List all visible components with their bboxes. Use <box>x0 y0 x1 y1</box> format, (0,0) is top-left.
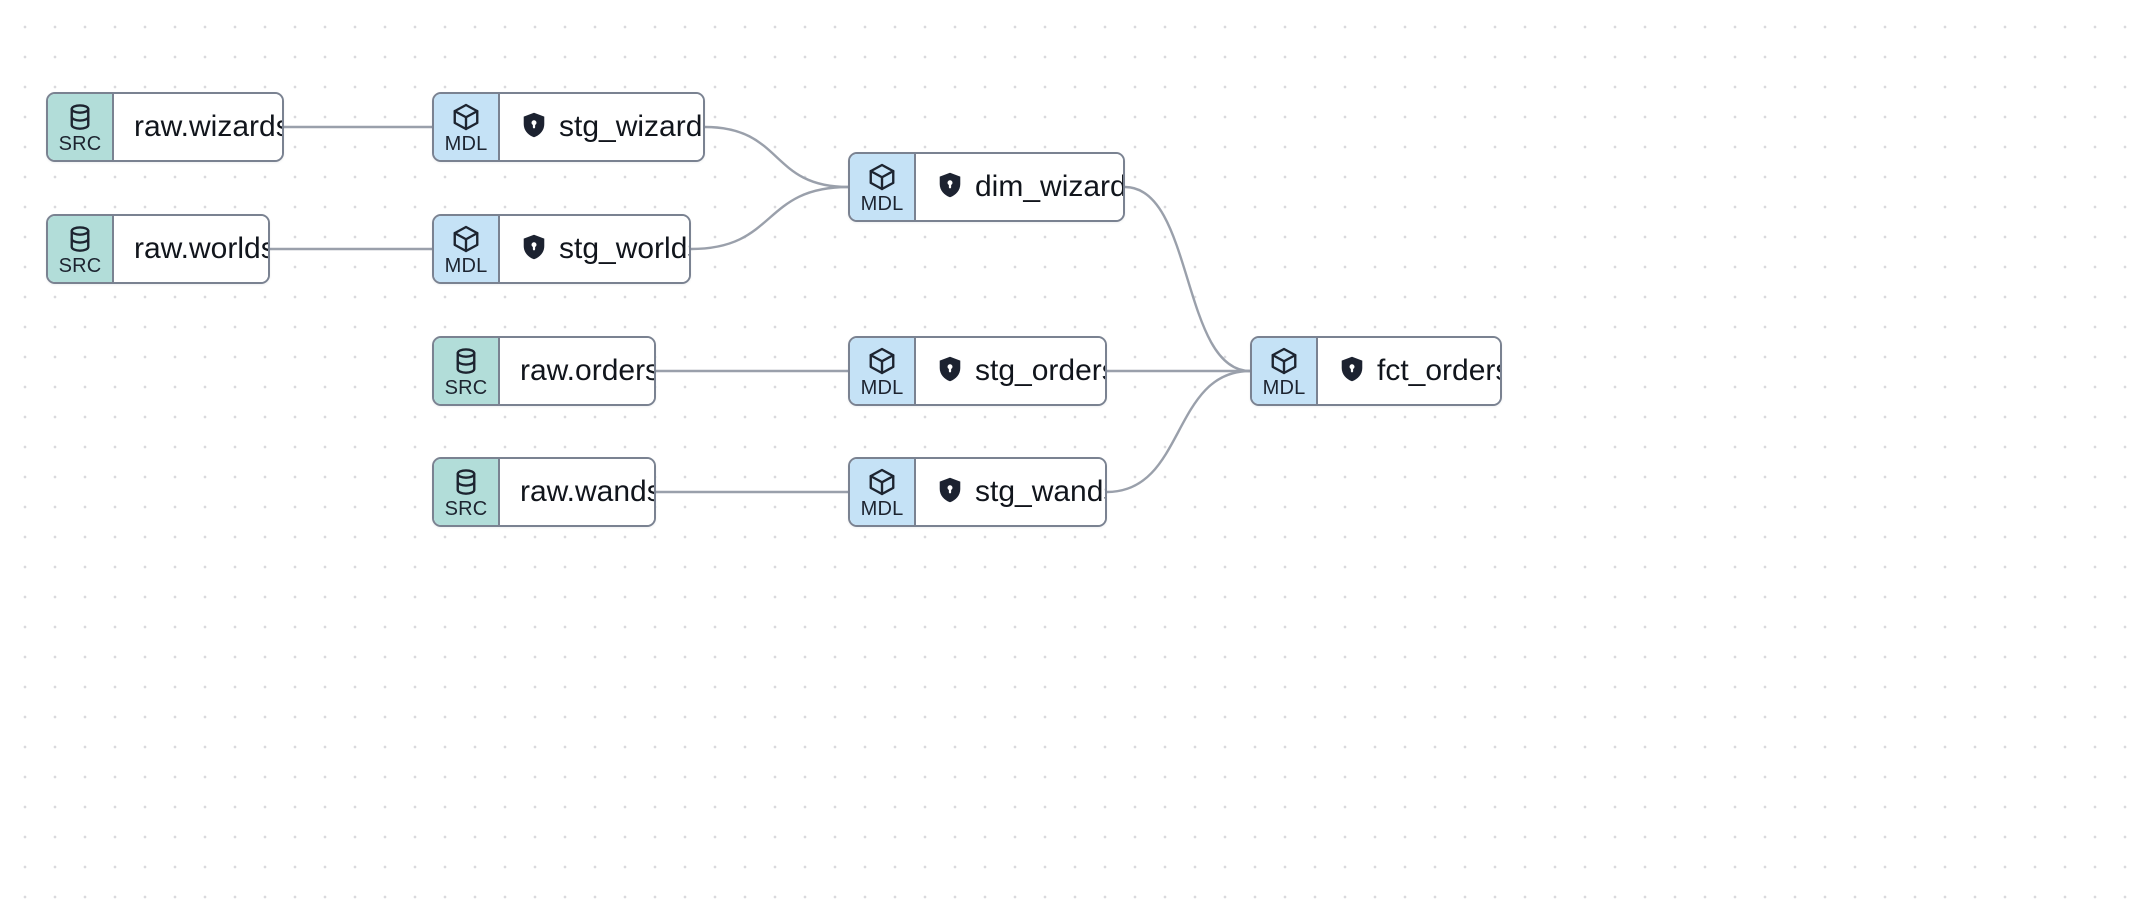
shield-lock-icon <box>938 172 962 203</box>
database-icon <box>451 346 481 376</box>
node-label-area: fct_orders <box>1318 338 1502 404</box>
node-type-badge-mdl: MDL <box>1252 338 1318 404</box>
node-type-badge-label: MDL <box>860 497 904 520</box>
node-type-badge-src: SRC <box>434 459 500 525</box>
node-label: fct_orders <box>1377 354 1502 387</box>
node-type-badge-mdl: MDL <box>434 216 500 282</box>
database-icon <box>65 102 95 132</box>
node-type-badge-src: SRC <box>48 94 114 160</box>
graph-node-stg_wizards[interactable]: MDL stg_wizards <box>432 92 705 162</box>
cube-icon <box>867 162 897 192</box>
graph-node-stg_wands[interactable]: MDL stg_wands <box>848 457 1107 527</box>
database-icon <box>451 467 481 497</box>
node-type-badge-label: SRC <box>58 132 102 155</box>
node-type-badge-mdl: MDL <box>434 94 500 160</box>
cube-icon <box>1269 346 1299 376</box>
node-type-badge-label: MDL <box>860 376 904 399</box>
node-label-area: raw.worlds <box>114 216 270 282</box>
graph-node-stg_orders[interactable]: MDL stg_orders <box>848 336 1107 406</box>
shield-lock-icon <box>522 234 546 265</box>
node-type-badge-mdl: MDL <box>850 338 916 404</box>
node-type-badge-label: MDL <box>1262 376 1306 399</box>
shield-lock-icon <box>938 356 962 387</box>
node-label-area: raw.wizards <box>114 94 284 160</box>
node-label-area: stg_orders <box>916 338 1107 404</box>
graph-node-raw_worlds[interactable]: SRC raw.worlds <box>46 214 270 284</box>
node-type-badge-src: SRC <box>48 216 114 282</box>
node-type-badge-mdl: MDL <box>850 154 916 220</box>
node-label: raw.orders <box>520 354 656 387</box>
shield-lock-icon <box>938 477 962 508</box>
node-label: raw.worlds <box>134 232 270 265</box>
cube-icon <box>867 346 897 376</box>
node-label: raw.wands <box>520 475 656 508</box>
node-type-badge-label: MDL <box>860 192 904 215</box>
shield-lock-icon <box>1340 356 1364 387</box>
database-icon <box>65 224 95 254</box>
node-label: stg_wands <box>975 475 1107 508</box>
graph-node-raw_wizards[interactable]: SRC raw.wizards <box>46 92 284 162</box>
node-type-badge-label: MDL <box>444 132 488 155</box>
cube-icon <box>451 102 481 132</box>
node-type-badge-mdl: MDL <box>850 459 916 525</box>
node-type-badge-label: SRC <box>58 254 102 277</box>
graph-node-fct_orders[interactable]: MDL fct_orders <box>1250 336 1502 406</box>
graph-edge-dim_wizards-to-fct_orders <box>1123 185 1252 373</box>
node-label-area: stg_wands <box>916 459 1107 525</box>
node-label-area: raw.orders <box>500 338 656 404</box>
graph-node-stg_worlds[interactable]: MDL stg_worlds <box>432 214 691 284</box>
node-label: raw.wizards <box>134 110 284 143</box>
graph-edge-stg_wands-to-fct_orders <box>1105 369 1252 494</box>
graph-edge-stg_wizards-to-dim_wizards <box>703 125 850 189</box>
graph-node-dim_wizards[interactable]: MDL dim_wizards <box>848 152 1125 222</box>
node-type-badge-label: MDL <box>444 254 488 277</box>
node-type-badge-label: SRC <box>444 497 488 520</box>
shield-lock-icon <box>522 112 546 143</box>
node-label: stg_orders <box>975 354 1107 387</box>
node-label-area: raw.wands <box>500 459 656 525</box>
graph-node-raw_wands[interactable]: SRC raw.wands <box>432 457 656 527</box>
node-type-badge-src: SRC <box>434 338 500 404</box>
graph-edge-stg_worlds-to-dim_wizards <box>689 185 850 251</box>
graph-node-raw_orders[interactable]: SRC raw.orders <box>432 336 656 406</box>
cube-icon <box>451 224 481 254</box>
node-label: stg_worlds <box>559 232 691 265</box>
node-label-area: dim_wizards <box>916 154 1123 220</box>
node-label: stg_wizards <box>559 110 705 143</box>
cube-icon <box>867 467 897 497</box>
node-label-area: stg_wizards <box>500 94 705 160</box>
node-type-badge-label: SRC <box>444 376 488 399</box>
node-label: dim_wizards <box>975 170 1123 203</box>
node-label-area: stg_worlds <box>500 216 691 282</box>
